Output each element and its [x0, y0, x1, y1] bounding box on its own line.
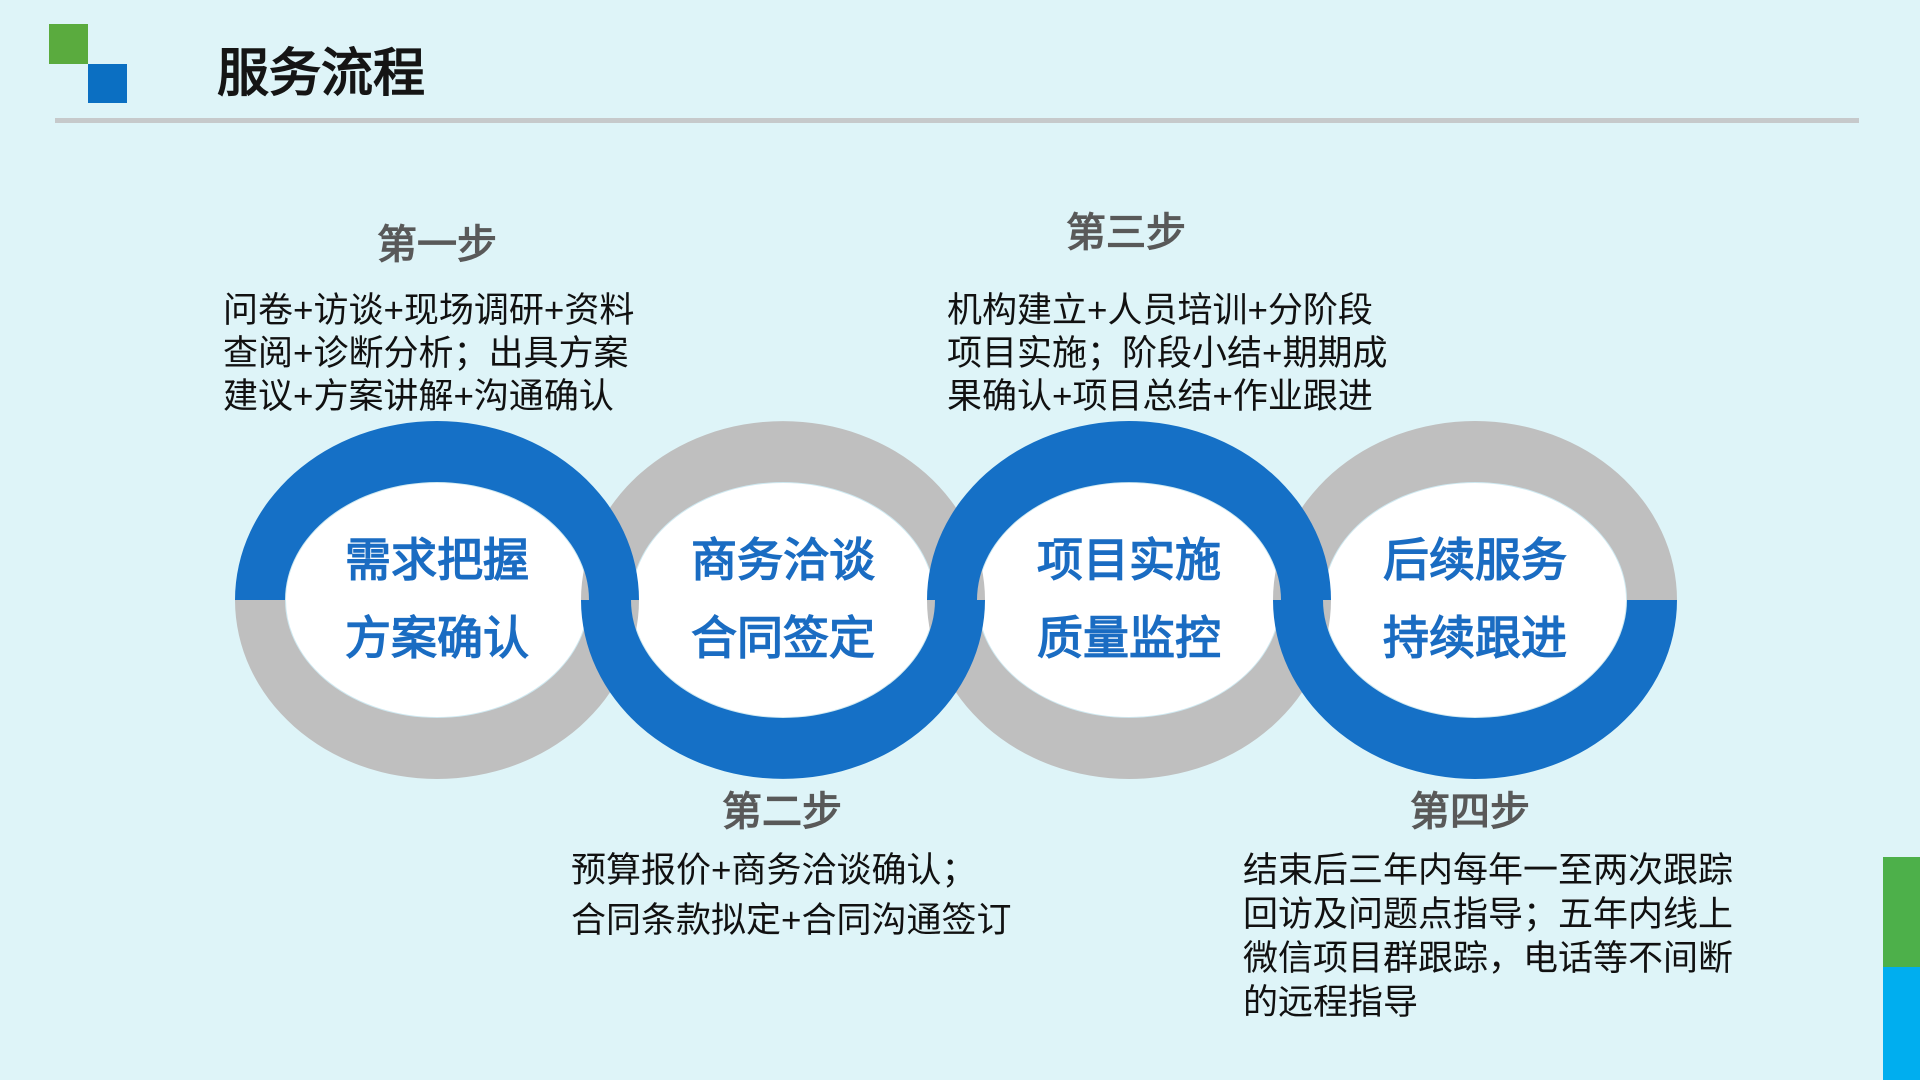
step-3-description: 机构建立+人员培训+分阶段 项目实施；阶段小结+期期成 果确认+项目总结+作业跟…: [947, 289, 1387, 418]
step-3-desc-line: 项目实施；阶段小结+期期成: [947, 334, 1388, 373]
step-1-title: 第一步: [377, 223, 497, 267]
ring-2-label-line-2: 合同签定: [691, 612, 875, 664]
ring-blue-halves: [235, 421, 1677, 779]
ring-3-label-line-2: 质量监控: [1037, 612, 1221, 664]
ring-2-bottom-blue: [581, 600, 985, 779]
step-1-description: 问卷+访谈+现场调研+资料 查阅+诊断分析；出具方案 建议+方案讲解+沟通确认: [223, 289, 634, 418]
ring-4-label-line-2: 持续跟进: [1383, 612, 1567, 664]
ring-4-label-line-1: 后续服务: [1383, 534, 1567, 586]
page-title: 服务流程: [217, 45, 426, 103]
ring-gray-halves: [235, 421, 1677, 779]
ring-inner-discs: [284, 481, 1628, 719]
ring-2-label: 商务洽谈 合同签定: [623, 521, 943, 677]
side-accent-cyan: [1883, 967, 1920, 1080]
step-4-desc-line: 微信项目群跟踪，电话等不间断: [1243, 939, 1734, 978]
step-4-desc-line: 回访及问题点指导；五年内线上: [1243, 895, 1734, 934]
step-2-description: 预算报价+商务洽谈确认； 合同条款拟定+合同沟通签订: [571, 846, 1011, 946]
ring-1-label-line-1: 需求把握: [345, 534, 529, 586]
ring-4-bottom-blue: [1273, 600, 1677, 779]
ring-2-top-gray: [581, 421, 985, 600]
step-2-title: 第二步: [722, 790, 842, 834]
step-1-desc-line: 问卷+访谈+现场调研+资料: [223, 291, 635, 330]
logo-blue-square: [88, 64, 127, 103]
ring-1-label: 需求把握 方案确认: [277, 521, 597, 677]
ring-3-top-blue: [927, 421, 1331, 600]
title-divider: [55, 118, 1859, 123]
step-1-desc-line: 建议+方案讲解+沟通确认: [223, 377, 614, 416]
ring-1-bottom-gray: [235, 600, 639, 779]
ring-2-label-line-1: 商务洽谈: [691, 534, 875, 586]
step-4-desc-line: 结束后三年内每年一至两次跟踪: [1243, 851, 1734, 890]
step-3-title: 第三步: [1066, 211, 1186, 255]
step-4-description: 结束后三年内每年一至两次跟踪 回访及问题点指导；五年内线上 微信项目群跟踪，电话…: [1243, 849, 1733, 1025]
logo-green-square: [49, 24, 88, 64]
ring-3-label: 项目实施 质量监控: [969, 521, 1289, 677]
side-accent-green: [1883, 857, 1920, 967]
ring-4-top-gray: [1273, 421, 1677, 600]
step-3-desc-line: 果确认+项目总结+作业跟进: [947, 377, 1373, 416]
ring-4-label: 后续服务 持续跟进: [1315, 521, 1635, 677]
ring-1-label-line-2: 方案确认: [345, 612, 529, 664]
ring-1-top-blue: [235, 421, 639, 600]
ring-3-label-line-1: 项目实施: [1037, 534, 1221, 586]
step-4-title: 第四步: [1410, 790, 1530, 834]
step-2-desc-line: 预算报价+商务洽谈确认；: [571, 851, 977, 890]
step-1-desc-line: 查阅+诊断分析；出具方案: [223, 334, 629, 373]
step-2-desc-line: 合同条款拟定+合同沟通签订: [571, 901, 1012, 940]
step-4-desc-line: 的远程指导: [1243, 983, 1419, 1022]
ring-3-bottom-gray: [927, 600, 1331, 779]
step-3-desc-line: 机构建立+人员培训+分阶段: [947, 291, 1373, 330]
